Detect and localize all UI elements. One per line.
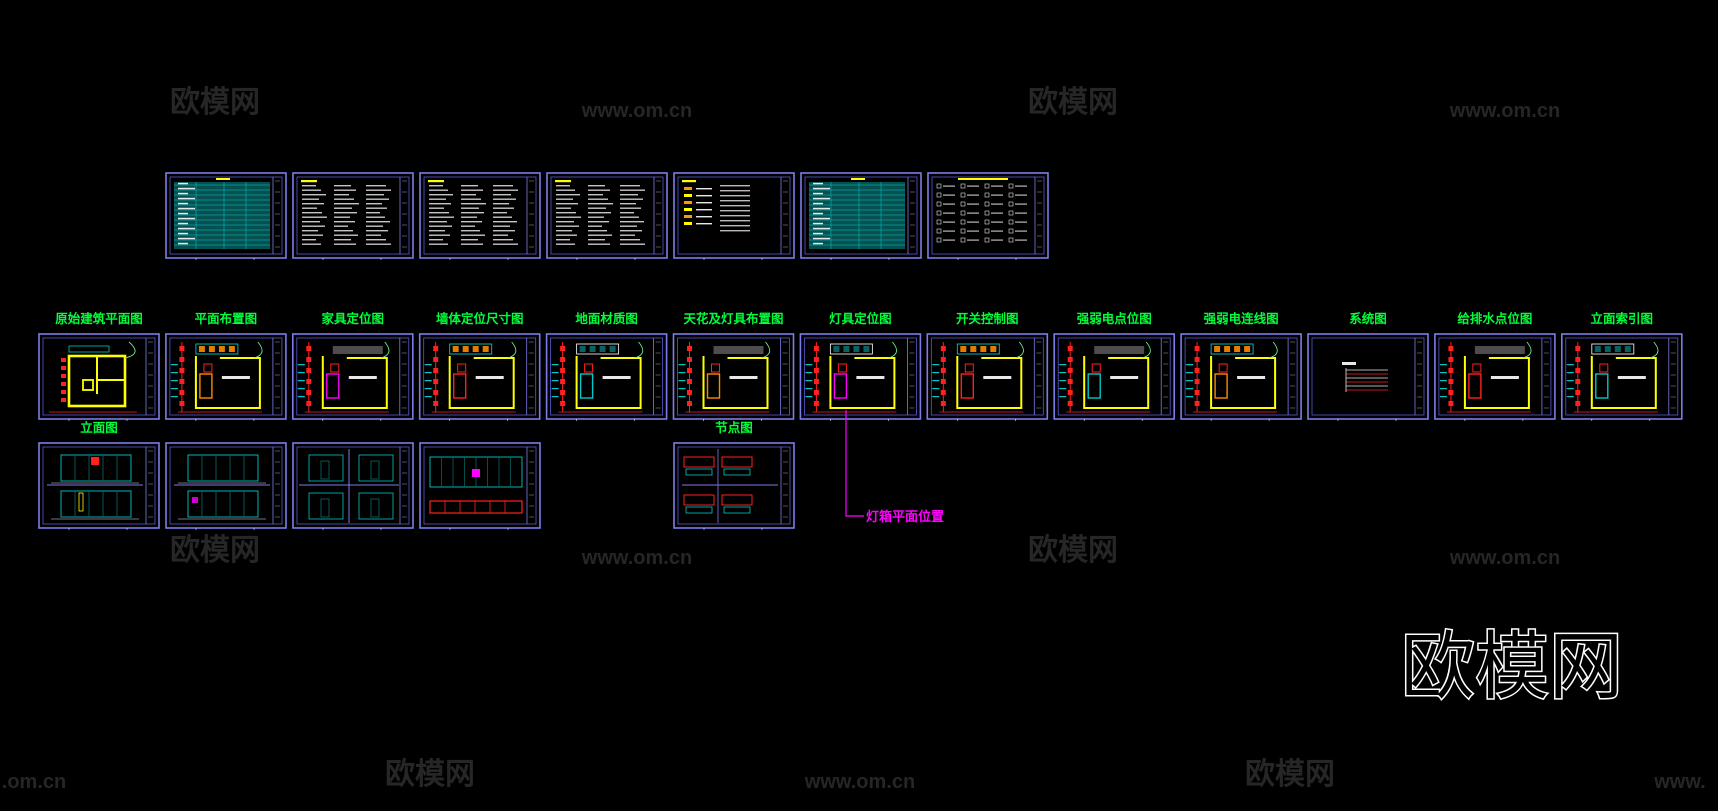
drawing-sheet-plan[interactable] bbox=[165, 333, 287, 421]
callout-leader-line bbox=[845, 410, 864, 517]
watermark-text: www. bbox=[1653, 771, 1705, 793]
watermark-text: www.om.cn bbox=[1449, 100, 1560, 122]
drawing-sheet-text[interactable] bbox=[292, 172, 414, 260]
watermark-text: 欧模网 bbox=[1245, 758, 1335, 791]
drawing-sheet-plan[interactable] bbox=[291, 333, 414, 421]
brand-logo-text: 欧模网 bbox=[1401, 624, 1623, 710]
watermark-text: www.om.cn bbox=[581, 547, 692, 569]
sheet-inner-border bbox=[423, 337, 537, 416]
sheet-inner-border bbox=[1565, 337, 1679, 416]
drawing-sheet-plan[interactable] bbox=[1561, 333, 1683, 421]
drawing-sheet-text[interactable] bbox=[546, 172, 668, 260]
sheet-title-label: 平面布置图 bbox=[195, 311, 258, 326]
sheet-title-label: 立面索引图 bbox=[1591, 311, 1654, 326]
sheet-title-label: 节点图 bbox=[715, 420, 753, 435]
drawing-sheet-plan[interactable] bbox=[1180, 333, 1302, 421]
watermark-text: .om.cn bbox=[2, 771, 66, 793]
watermark-text: 欧模网 bbox=[1028, 534, 1118, 567]
sheet-inner-border bbox=[423, 176, 537, 255]
drawing-sheet-system[interactable] bbox=[1307, 333, 1429, 421]
sheet-title-label: 系统图 bbox=[1349, 311, 1387, 326]
sheet-inner-border bbox=[42, 446, 156, 525]
sheet-title-label: 原始建筑平面图 bbox=[55, 311, 143, 326]
sheet-title-label: 灯具定位图 bbox=[829, 311, 892, 326]
watermark-text: 欧模网 bbox=[170, 534, 260, 567]
sheet-inner-border bbox=[42, 337, 156, 416]
sheet-inner-border bbox=[550, 176, 664, 255]
sheet-inner-border bbox=[1438, 337, 1552, 416]
drawing-sheet-table[interactable] bbox=[165, 172, 287, 260]
sheet-inner-border bbox=[1311, 337, 1425, 416]
drawing-sheet-elevation-wide[interactable] bbox=[419, 442, 541, 530]
sheet-inner-border bbox=[677, 337, 790, 416]
drawing-sheet-plan[interactable] bbox=[418, 333, 541, 421]
sheet-title-label: 强弱电连线图 bbox=[1204, 311, 1279, 326]
watermark-text: www.om.cn bbox=[581, 100, 692, 122]
sheet-inner-border bbox=[550, 337, 663, 416]
sheet-inner-border bbox=[1184, 337, 1298, 416]
watermark-layer: 欧模网 www.om.cn 欧模网 www.om.cn 欧模网 www.om.cn 欧模网 w… bbox=[2, 86, 1706, 793]
sheet-inner-border bbox=[804, 176, 918, 255]
sheet-title-label: 立面图 bbox=[80, 420, 118, 435]
drawing-sheet-legend[interactable] bbox=[673, 172, 795, 260]
sheet-border bbox=[927, 172, 1049, 259]
drawing-sheet-symbols[interactable] bbox=[927, 172, 1049, 260]
drawing-sheet-plan[interactable] bbox=[926, 333, 1049, 421]
sheet-inner-border bbox=[169, 337, 283, 416]
sheet-border bbox=[673, 172, 795, 259]
drawing-sheet-elevation4[interactable] bbox=[292, 442, 414, 530]
drawing-sheet-plan[interactable] bbox=[1434, 333, 1556, 421]
watermark-text: www.om.cn bbox=[1449, 547, 1560, 569]
drawing-sheet-elevation[interactable] bbox=[38, 442, 160, 530]
sheet-border bbox=[1307, 333, 1429, 420]
sheet-inner-border bbox=[931, 176, 1045, 255]
sheet-inner-border bbox=[1057, 337, 1171, 416]
drawing-sheet-original[interactable] bbox=[38, 333, 160, 421]
sheet-inner-border bbox=[169, 446, 283, 525]
sheet-inner-border bbox=[423, 446, 537, 525]
drawing-sheets[interactable] bbox=[38, 172, 1683, 530]
sheet-inner-border bbox=[804, 337, 917, 416]
sheet-title-label: 地面材质图 bbox=[575, 311, 638, 326]
drawing-sheet-elevation[interactable] bbox=[165, 442, 287, 530]
sheet-inner-border bbox=[169, 176, 283, 255]
watermark-text: 欧模网 bbox=[1028, 86, 1118, 119]
watermark-text: www.om.cn bbox=[804, 771, 915, 793]
sheet-title-label: 家具定位图 bbox=[322, 311, 385, 326]
sheet-inner-border bbox=[296, 446, 410, 525]
drawing-sheet-detail[interactable] bbox=[673, 442, 795, 530]
sheet-inner-border bbox=[296, 337, 410, 416]
brand-watermark-large: 欧模网 bbox=[1400, 623, 1625, 712]
sheet-title-label: 开关控制图 bbox=[956, 311, 1019, 326]
callout-label[interactable]: 灯箱平面位置 bbox=[866, 509, 944, 525]
watermark-text: 欧模网 bbox=[170, 86, 260, 119]
watermark-text: 欧模网 bbox=[385, 758, 475, 791]
sheet-inner-border bbox=[677, 446, 791, 525]
sheet-inner-border bbox=[677, 176, 791, 255]
sheet-titles: 原始建筑平面图 平面布置图 家具定位图 墙体定位尺寸图 地面材质图 天花及灯具布置图 灯具定… bbox=[55, 311, 1653, 435]
drawing-sheet-plan[interactable] bbox=[672, 333, 795, 421]
drawing-sheet-plan[interactable] bbox=[1053, 333, 1175, 421]
drawing-sheet-text[interactable] bbox=[419, 172, 541, 260]
callout-group[interactable]: 灯箱平面位置 bbox=[845, 410, 944, 525]
sheet-inner-border bbox=[296, 176, 410, 255]
sheet-title-label: 给排水点位图 bbox=[1457, 311, 1532, 326]
drawing-sheet-plan[interactable] bbox=[545, 333, 668, 421]
drawing-sheet-table[interactable] bbox=[800, 172, 922, 260]
sheet-inner-border bbox=[930, 337, 1044, 416]
drawing-sheet-plan[interactable] bbox=[799, 333, 922, 421]
sheet-title-label: 强弱电点位图 bbox=[1077, 311, 1152, 326]
sheet-title-label: 墙体定位尺寸图 bbox=[436, 311, 524, 326]
sheet-title-label: 天花及灯具布置图 bbox=[683, 311, 783, 326]
